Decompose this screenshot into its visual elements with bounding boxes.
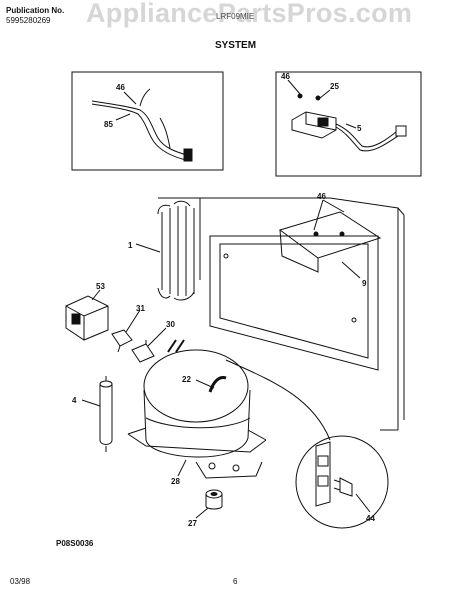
label-4: 4 bbox=[72, 396, 77, 405]
receptacle-detail-circle bbox=[295, 435, 389, 529]
label-46a: 46 bbox=[116, 83, 125, 92]
label-28: 28 bbox=[171, 477, 180, 486]
leader-46c-right bbox=[322, 199, 345, 213]
label-44: 44 bbox=[366, 514, 375, 523]
label-31: 31 bbox=[136, 304, 145, 313]
filter-drier bbox=[99, 376, 113, 452]
ground-wire bbox=[225, 359, 331, 441]
leader-5 bbox=[345, 123, 357, 129]
leader-53 bbox=[91, 289, 101, 301]
leader-46c-left bbox=[313, 199, 324, 231]
grommet bbox=[205, 489, 223, 510]
section-title: SYSTEM bbox=[214, 40, 257, 51]
publication-number: 5995280269 bbox=[6, 16, 51, 25]
compressor bbox=[127, 339, 267, 479]
label-53: 53 bbox=[96, 282, 105, 291]
page-number: 6 bbox=[233, 577, 238, 586]
watermark: AppliancePartsPros.com bbox=[86, 0, 413, 28]
wire-harness bbox=[91, 88, 193, 162]
leader-30 bbox=[147, 327, 167, 347]
control-assembly bbox=[291, 93, 407, 152]
cabinet-opening-frame bbox=[209, 235, 379, 371]
wall-receptacle bbox=[315, 441, 353, 507]
inset-box-control bbox=[275, 71, 422, 177]
harness-connector bbox=[183, 148, 193, 162]
leader-28 bbox=[177, 459, 187, 477]
label-46c: 46 bbox=[317, 192, 326, 201]
relay-overload bbox=[65, 295, 109, 341]
label-46b: 46 bbox=[281, 72, 290, 81]
label-1: 1 bbox=[128, 241, 133, 250]
leader-9 bbox=[341, 261, 361, 279]
inset-box-harness bbox=[71, 71, 224, 171]
control-cover bbox=[278, 211, 382, 273]
label-9: 9 bbox=[362, 279, 367, 288]
leader-4 bbox=[81, 399, 101, 407]
condenser-coil bbox=[157, 200, 195, 301]
footer-date: 03/98 bbox=[10, 577, 31, 586]
label-5: 5 bbox=[357, 124, 362, 133]
label-30: 30 bbox=[166, 320, 175, 329]
compressor-connector bbox=[131, 340, 155, 363]
leader-27 bbox=[195, 507, 209, 519]
label-25: 25 bbox=[330, 82, 339, 91]
leader-44 bbox=[355, 493, 371, 513]
leader-1 bbox=[135, 243, 161, 253]
leader-31 bbox=[125, 309, 141, 333]
label-85: 85 bbox=[104, 120, 113, 129]
publication-label: Publication No. bbox=[6, 6, 65, 15]
leader-46a bbox=[123, 91, 137, 105]
model-number: LRF09MIE bbox=[216, 12, 255, 21]
terminal-clip bbox=[111, 329, 133, 353]
cabinet-outline bbox=[158, 197, 405, 431]
label-22: 22 bbox=[182, 375, 191, 384]
control-connector bbox=[395, 125, 407, 137]
figure-code: P08S0036 bbox=[56, 539, 94, 548]
leader-46b bbox=[287, 79, 301, 95]
label-27: 27 bbox=[188, 519, 197, 528]
leader-25 bbox=[319, 89, 331, 99]
leader-22 bbox=[195, 379, 215, 389]
leader-85 bbox=[115, 113, 131, 121]
